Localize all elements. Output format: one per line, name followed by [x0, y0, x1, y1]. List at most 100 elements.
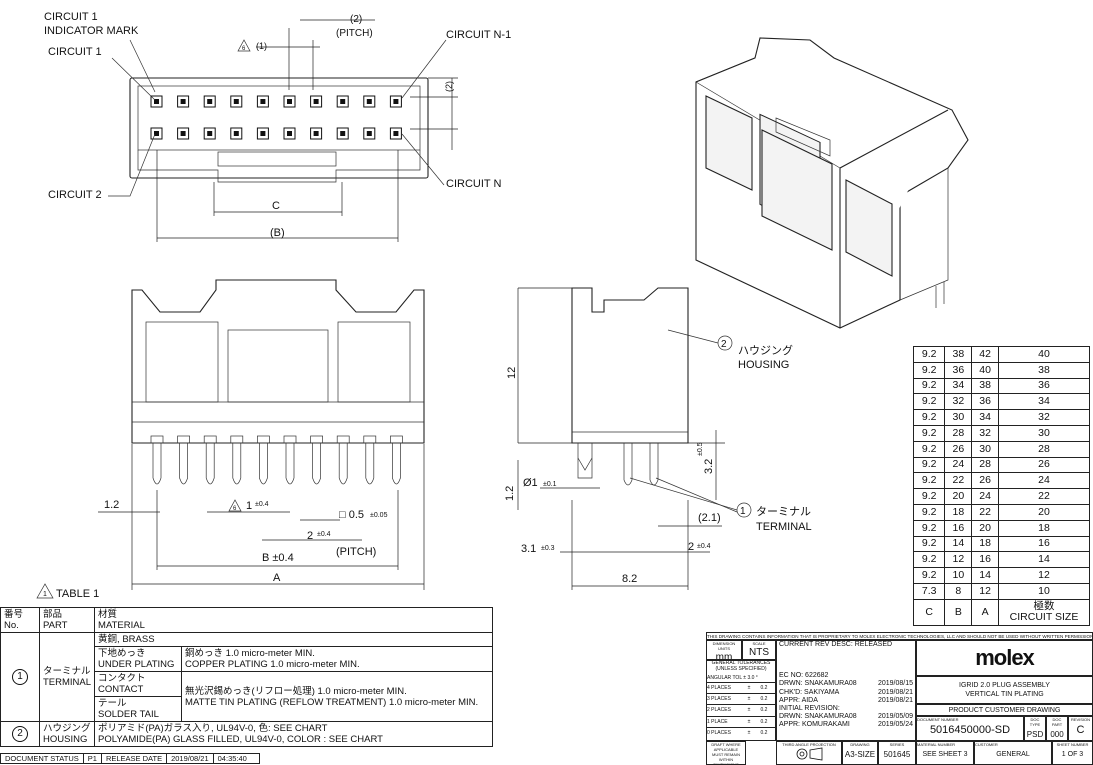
terminal-standoff: [336, 435, 350, 444]
cell-b: 22: [944, 472, 973, 490]
terminal-standoff: [310, 435, 323, 444]
scale-value: NTS: [749, 647, 769, 658]
doc-part: 000: [1050, 730, 1064, 739]
terminal-standoff: [203, 435, 217, 444]
side-dia-tol: ±0.1: [543, 481, 557, 488]
terminal-part-jp: ターミナル: [43, 666, 91, 677]
pin-contact: [154, 131, 159, 136]
product-title-2: VERTICAL TIN PLATING: [965, 691, 1044, 698]
i-appr-date: 2019/05/24: [877, 721, 913, 729]
tol-value: 0.2: [760, 707, 768, 714]
col-part-en: PART: [43, 620, 68, 631]
copper-jp: 銅めっき 1.0 micro-meter MIN.: [185, 648, 315, 659]
header-circuit-size-jp: 極数: [1033, 600, 1055, 613]
customer-value: GENERAL: [996, 751, 1030, 758]
side-pin-len: 1.2: [504, 486, 516, 501]
tol-sign: ±: [747, 718, 751, 725]
cell-circuit-size: 40: [998, 346, 1090, 363]
header-c: C: [912, 598, 946, 626]
side-dim-2-tol: ±0.4: [697, 543, 711, 550]
cell-a: 42: [971, 346, 999, 363]
tol-value: 0.2: [760, 730, 768, 737]
status-value: P1: [84, 754, 102, 763]
side-dim-82: 8.2: [622, 573, 637, 585]
cell-c: 9.2: [912, 424, 946, 442]
i-drwn-date: 2019/05/09: [877, 713, 913, 721]
cell-c: 9.2: [912, 346, 946, 363]
cell-c: 9.2: [912, 472, 946, 490]
tol-sign: ±: [747, 707, 751, 714]
pin-contact: [207, 99, 213, 104]
front-view: A B ±0.4 1.2 6 1 ±0.4 □ 0.5 ±0.05 2 ±0.4…: [36, 279, 425, 600]
pin-contact: [366, 131, 372, 136]
side-dim-2: 2: [688, 541, 694, 553]
cell-a: 14: [971, 567, 999, 584]
tol-sign: ±: [747, 730, 751, 737]
cell-b: 8: [944, 582, 973, 600]
cell-b: 20: [944, 488, 973, 505]
tol-places: 1 PLACE: [707, 718, 728, 725]
cell-a: 36: [971, 393, 999, 411]
housing-callout-en: HOUSING: [738, 359, 789, 371]
housing-mat-jp: ポリアミド(PA)ガラス入り, UL94V-0, 色: SEE CHART: [98, 723, 328, 734]
terminal-standoff: [150, 435, 164, 444]
terminal-tail: [338, 443, 348, 485]
terminal-standoff: [177, 435, 190, 444]
scale-label: SCALE: [752, 641, 766, 646]
terminal-standoff: [283, 435, 297, 444]
col-material-jp: 材質: [98, 609, 118, 620]
header-b: B: [944, 598, 973, 626]
housing-callout-jp: ハウジング: [738, 343, 793, 357]
cell-b: 28: [944, 424, 973, 442]
header-a: A: [971, 598, 999, 626]
terminal-callout-jp: ターミナル: [756, 505, 811, 518]
cell-a: 20: [971, 519, 999, 537]
cell-a: 22: [971, 503, 999, 521]
front-pitch-label: (PITCH): [336, 546, 376, 558]
tin-jp: 無光沢錫めっき(リフロー処理) 1.0 micro-meter MIN.: [185, 685, 407, 697]
circuitN-label: CIRCUIT N: [446, 178, 501, 190]
series-label: SERIES: [889, 742, 905, 747]
terminal-callout-num: 1: [740, 506, 746, 517]
col-no-jp: 番号: [4, 609, 24, 620]
side-housing: [571, 287, 689, 444]
ec-no: EC NO: 622682: [779, 672, 829, 680]
header-circuit-size: 極数 CIRCUIT SIZE: [998, 598, 1090, 626]
cell-a: 30: [971, 440, 999, 458]
cell-c: 9.2: [912, 551, 946, 569]
col-material-en: MATERIAL: [98, 620, 145, 631]
terminal-tail: [152, 443, 162, 485]
cell-circuit-size: 12: [998, 567, 1090, 584]
pitch-value: (2): [350, 14, 362, 25]
cell-circuit-size: 14: [998, 551, 1090, 569]
tol-value: 0.2: [760, 695, 768, 702]
tol-ref-num: 6: [242, 46, 246, 52]
doc-part-label: DOC PART: [1051, 717, 1063, 727]
dim-b: (B): [270, 227, 285, 239]
dim-1: 1: [246, 500, 252, 512]
copper-en: COPPER PLATING 1.0 micro-meter MIN.: [185, 659, 360, 670]
circuit1-label: CIRCUIT 1: [48, 46, 102, 58]
gen-tol-2: (UNLESS SPECIFIED): [715, 665, 767, 672]
contact-jp: コンタクト: [98, 673, 146, 684]
pin-contact: [233, 131, 239, 136]
cell-b: 10: [944, 567, 973, 584]
side-view: 12 1.2 Ø1 ±0.1 3.2 ±0.5 (2.1) 3.1 ±0.3 2…: [504, 287, 812, 590]
dim-b-tol: B ±0.4: [262, 552, 294, 564]
current-rev: CURRENT REV DESC: RELEASED: [779, 641, 893, 648]
cell-a: 18: [971, 535, 999, 553]
circuit1-indicator-l2: INDICATOR MARK: [44, 25, 139, 37]
tolerance-row: 0 PLACES±0.2: [707, 727, 775, 738]
tolerance-row: 3 PLACES±0.2: [707, 692, 775, 704]
top-view-inner: [137, 85, 421, 151]
housing-mat-en: POLYAMIDE(PA) GLASS FILLED, UL94V-0, COL…: [98, 734, 383, 745]
side-dim-21: (2.1): [698, 512, 721, 524]
